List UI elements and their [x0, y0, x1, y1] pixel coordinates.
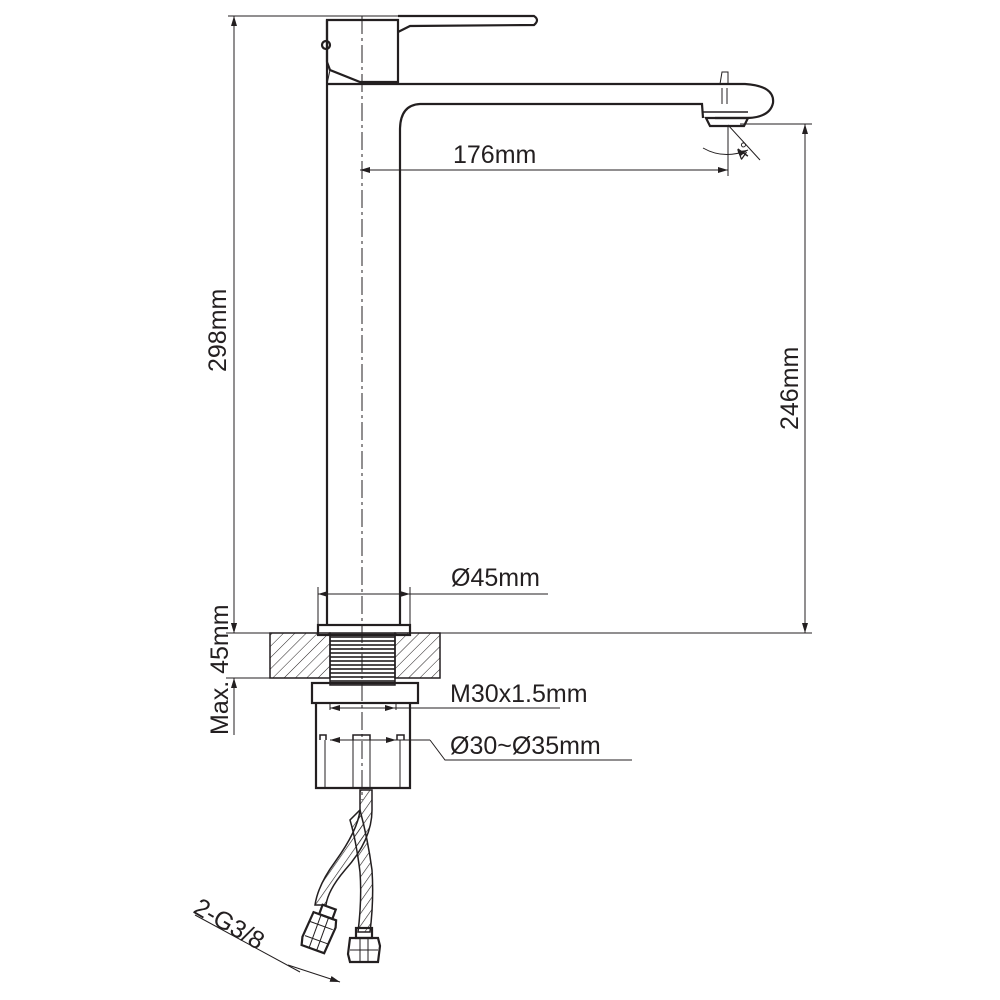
dimension-spout-reach: 176mm — [360, 125, 729, 176]
mounting-nut — [310, 681, 420, 790]
supply-hoses — [300, 789, 382, 964]
label-aerator-angle: 4° — [731, 139, 757, 165]
label-body-diameter: Ø45mm — [451, 564, 540, 592]
dimension-max-deck: Max. 45mm — [206, 580, 270, 735]
dimension-thread: M30x1.5mm — [330, 680, 588, 711]
label-hole-diameter: Ø30~Ø35mm — [450, 732, 601, 760]
label-spout-reach: 176mm — [453, 141, 536, 169]
label-hose-connection: 2-G3/8 — [189, 893, 269, 955]
dimension-aerator-angle: 4° — [702, 124, 761, 165]
label-spout-height: 246mm — [776, 347, 804, 430]
label-max-deck: Max. 45mm — [206, 604, 234, 735]
dimension-spout-height: 246mm — [740, 123, 812, 633]
dimension-hole-diameter: Ø30~Ø35mm — [330, 732, 632, 761]
dimension-hose-connection: 2-G3/8 — [189, 893, 341, 983]
dimension-total-height: 298mm — [204, 15, 398, 633]
deck-section — [269, 632, 441, 686]
label-total-height: 298mm — [204, 289, 232, 372]
handle — [320, 14, 539, 85]
label-thread: M30x1.5mm — [450, 680, 588, 708]
dimension-body-diameter: Ø45mm — [317, 564, 548, 625]
faucet-body — [316, 71, 775, 637]
